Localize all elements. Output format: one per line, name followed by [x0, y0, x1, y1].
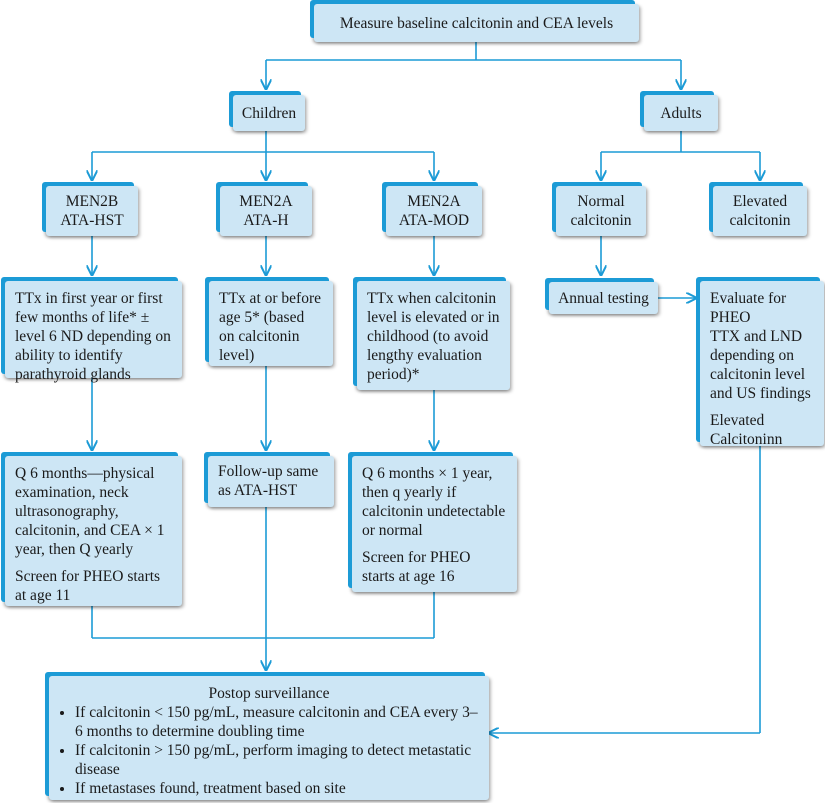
- men2a-mod-box: MEN2A ATA-MOD: [386, 186, 482, 236]
- followup-text: Follow-up same as ATA-HST: [218, 463, 319, 499]
- men2b-line2: ATA-HST: [60, 212, 124, 229]
- elevated-line1: Elevated: [732, 193, 788, 210]
- q6-mod-box: Q 6 months × 1 year, then q yearly if ca…: [352, 456, 517, 592]
- children-box: Children: [233, 95, 305, 131]
- q6-mod-line2: Screen for PHEO starts at age 16: [362, 549, 471, 585]
- normal-line1: Normal: [577, 193, 625, 210]
- evaluate-line1: Evaluate for PHEO: [710, 290, 787, 326]
- normal-line2: calcitonin: [570, 212, 632, 229]
- ttx-first-year-text: TTx in first year or first few months of…: [15, 290, 171, 383]
- postop-title: Postop surveillance: [208, 685, 330, 702]
- postop-box: Postop surveillance If calcitonin < 150 …: [49, 676, 489, 800]
- evaluate-line3: Elevated Calcitoninn: [710, 412, 783, 448]
- ttx-when-elevated-text: TTx when calcitonin level is elevated or…: [367, 290, 500, 383]
- men2a-mod-line2: ATA-MOD: [398, 212, 470, 229]
- ttx-first-year-box: TTx in first year or first few months of…: [5, 281, 182, 383]
- q6-hst-box: Q 6 months—physical examination, neck ul…: [5, 456, 182, 606]
- men2a-h-line2: ATA-H: [243, 212, 289, 229]
- postop-bullet-1: If calcitonin < 150 pg/mL, measure calci…: [75, 703, 479, 741]
- q6-hst-line2: Screen for PHEO starts at age 11: [15, 568, 161, 604]
- followup-box: Follow-up same as ATA-HST: [208, 456, 334, 507]
- adults-label: Adults: [660, 104, 702, 122]
- top-label: Measure baseline calcitonin and CEA leve…: [339, 14, 614, 32]
- q6-mod-line1: Q 6 months × 1 year, then q yearly if ca…: [362, 465, 506, 539]
- normal-calcitonin-box: Normal calcitonin: [556, 186, 646, 236]
- postop-bullets: If calcitonin < 150 pg/mL, measure calci…: [59, 703, 479, 798]
- adults-box: Adults: [644, 95, 718, 131]
- top-box: Measure baseline calcitonin and CEA leve…: [314, 4, 639, 42]
- q6-hst-line1: Q 6 months—physical examination, neck ul…: [15, 465, 165, 558]
- children-label: Children: [241, 104, 297, 122]
- men2b-line1: MEN2B: [65, 193, 119, 210]
- elevated-calcitonin-box: Elevated calcitonin: [713, 186, 807, 236]
- ttx-age5-box: TTx at or before age 5* (based on calcit…: [209, 281, 333, 366]
- elevated-line2: calcitonin: [729, 212, 791, 229]
- postop-bullet-2: If calcitonin > 150 pg/mL, perform imagi…: [75, 741, 479, 779]
- men2b-box: MEN2B ATA-HST: [46, 186, 138, 236]
- evaluate-box: Evaluate for PHEO TTX and LND depending …: [700, 281, 824, 448]
- men2a-mod-line1: MEN2A: [407, 193, 461, 210]
- men2a-h-box: MEN2A ATA-H: [220, 186, 312, 236]
- evaluate-line2: TTX and LND depending on calcitonin leve…: [710, 328, 811, 402]
- men2a-h-line1: MEN2A: [239, 193, 293, 210]
- ttx-when-elevated-box: TTx when calcitonin level is elevated or…: [357, 281, 510, 390]
- annual-testing-box: Annual testing: [549, 282, 658, 314]
- ttx-age5-text: TTx at or before age 5* (based on calcit…: [219, 290, 321, 364]
- postop-bullet-3: If metastases found, treatment based on …: [75, 779, 479, 798]
- annual-testing-label: Annual testing: [558, 289, 649, 307]
